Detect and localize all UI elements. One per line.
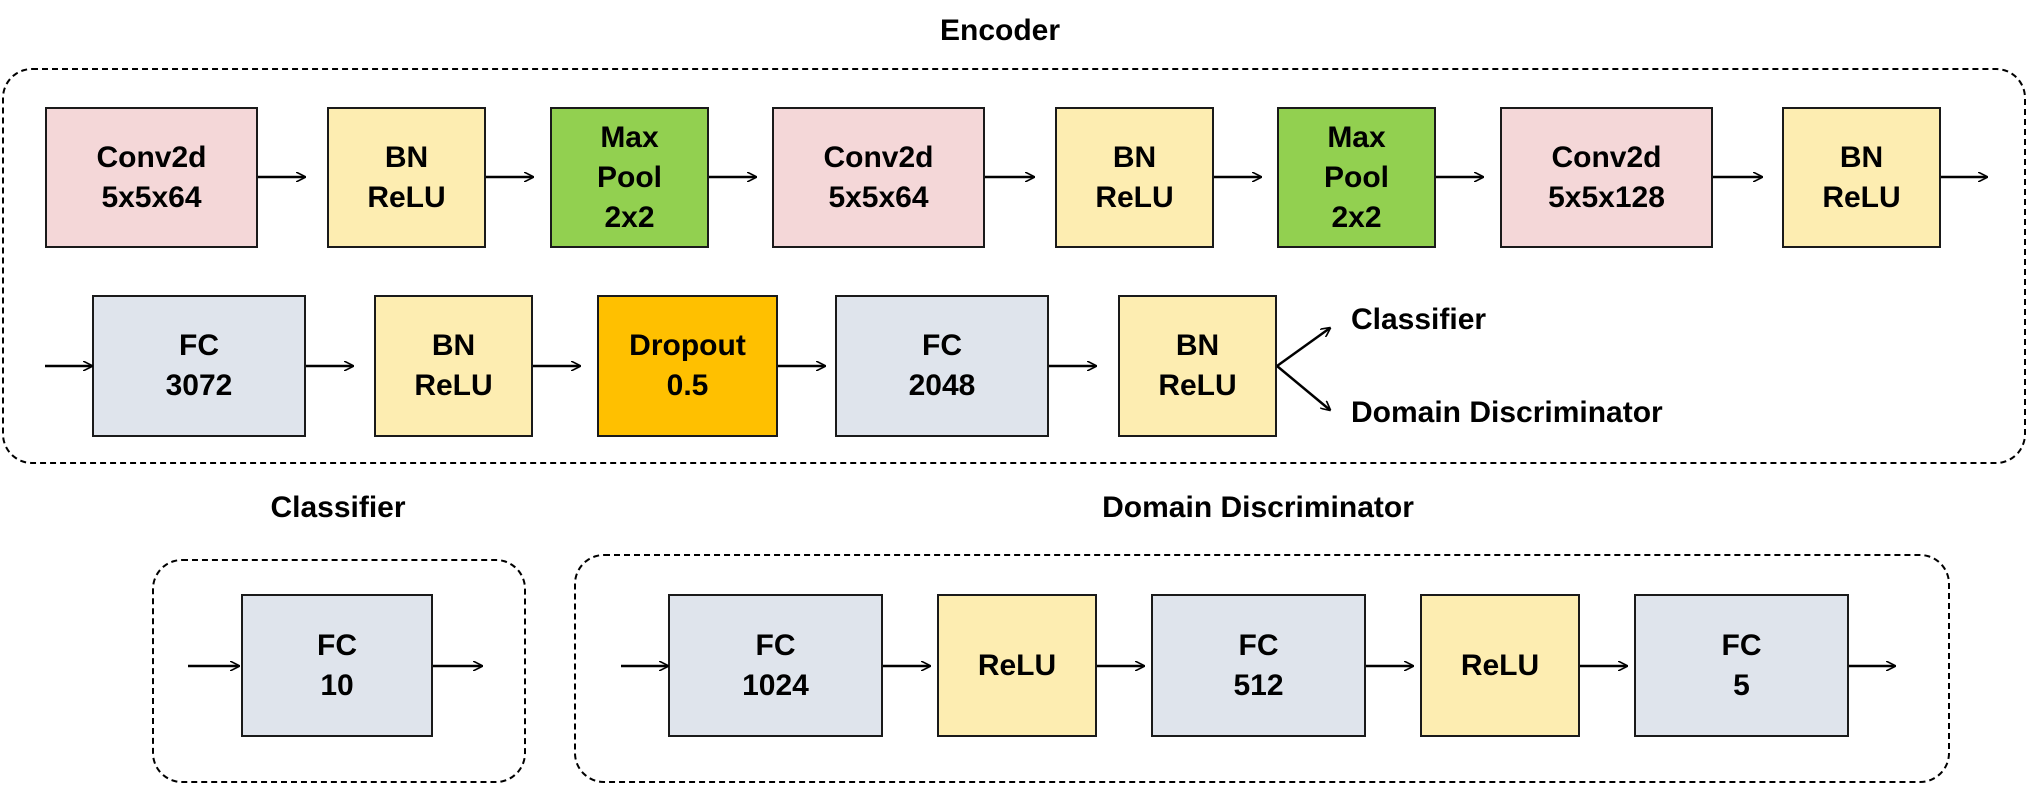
encoder-conv2d-block: Conv2d 5x5x128 (1500, 107, 1713, 248)
encoder-group (2, 68, 2026, 464)
block-label: 2x2 (1331, 200, 1382, 234)
block-label: ReLU (1460, 648, 1540, 682)
block-label: 5x5x64 (828, 180, 929, 214)
block-label: ReLU (414, 369, 493, 402)
classifier-group (152, 559, 526, 783)
block-label: Conv2d (96, 140, 207, 174)
block-label: BN (431, 329, 476, 362)
discriminator-relu-block: ReLU (937, 594, 1097, 737)
arrow (1276, 328, 1330, 368)
block-label: ReLU (977, 648, 1057, 682)
discriminator-title: Domain Discriminator (1102, 491, 1414, 524)
encoder-conv2d-block: Conv2d 5x5x64 (772, 107, 985, 248)
block-label: 3072 (165, 369, 233, 402)
discriminator-fc-block: FC 5 (1634, 594, 1849, 737)
block-label: BN (384, 140, 429, 174)
block-label: Dropout (629, 329, 746, 362)
block-label: 1024 (742, 668, 809, 702)
output-label-domain-discriminator: Domain Discriminator (1351, 396, 1663, 429)
encoder-dropout-block: Dropout 0.5 (597, 295, 778, 437)
block-label: 5x5x128 (1548, 180, 1665, 214)
block-label: 2048 (908, 369, 976, 402)
encoder-title: Encoder (939, 14, 1061, 47)
block-label: 512 (1233, 668, 1284, 702)
encoder-bn-relu-block: BN ReLU (374, 295, 533, 437)
encoder-bn-relu-block: BN ReLU (327, 107, 486, 248)
encoder-bn-relu-block: BN ReLU (1055, 107, 1214, 248)
block-label: ReLU (367, 180, 446, 214)
discriminator-group (574, 554, 1950, 783)
discriminator-fc-block: FC 512 (1151, 594, 1366, 737)
block-label: FC (755, 628, 796, 662)
encoder-fc-block: FC 3072 (92, 295, 306, 437)
block-label: Conv2d (823, 140, 934, 174)
encoder-maxpool-block: Max Pool 2x2 (550, 107, 709, 248)
classifier-fc-block: FC 10 (241, 594, 433, 737)
block-label: 5x5x64 (101, 180, 202, 214)
output-label-classifier: Classifier (1351, 303, 1487, 336)
block-label: BN (1112, 140, 1157, 174)
encoder-fc-block: FC 2048 (835, 295, 1049, 437)
block-label: FC (179, 329, 219, 362)
block-label: ReLU (1822, 180, 1901, 214)
block-label: ReLU (1158, 369, 1237, 402)
block-label: FC (922, 329, 962, 362)
arrow (1276, 365, 1330, 410)
discriminator-relu-block: ReLU (1420, 594, 1580, 737)
encoder-bn-relu-block: BN ReLU (1782, 107, 1941, 248)
block-label: BN (1839, 140, 1884, 174)
encoder-bn-relu-block: BN ReLU (1118, 295, 1277, 437)
block-label: ReLU (1095, 180, 1174, 214)
encoder-conv2d-block: Conv2d 5x5x64 (45, 107, 258, 248)
block-label: FC (1721, 628, 1762, 662)
block-label: Pool (1324, 160, 1389, 194)
encoder-maxpool-block: Max Pool 2x2 (1277, 107, 1436, 248)
block-label: FC (1238, 628, 1279, 662)
block-label: Max (600, 120, 659, 154)
discriminator-fc-block: FC 1024 (668, 594, 883, 737)
block-label: 10 (320, 668, 354, 702)
block-label: Max (1327, 120, 1386, 154)
classifier-title: Classifier (270, 491, 406, 524)
block-label: 2x2 (604, 200, 655, 234)
block-label: Pool (597, 160, 662, 194)
block-label: 5 (1733, 668, 1750, 702)
block-label: BN (1175, 329, 1220, 362)
block-label: Conv2d (1551, 140, 1662, 174)
block-label: 0.5 (666, 369, 709, 402)
block-label: FC (317, 628, 357, 662)
